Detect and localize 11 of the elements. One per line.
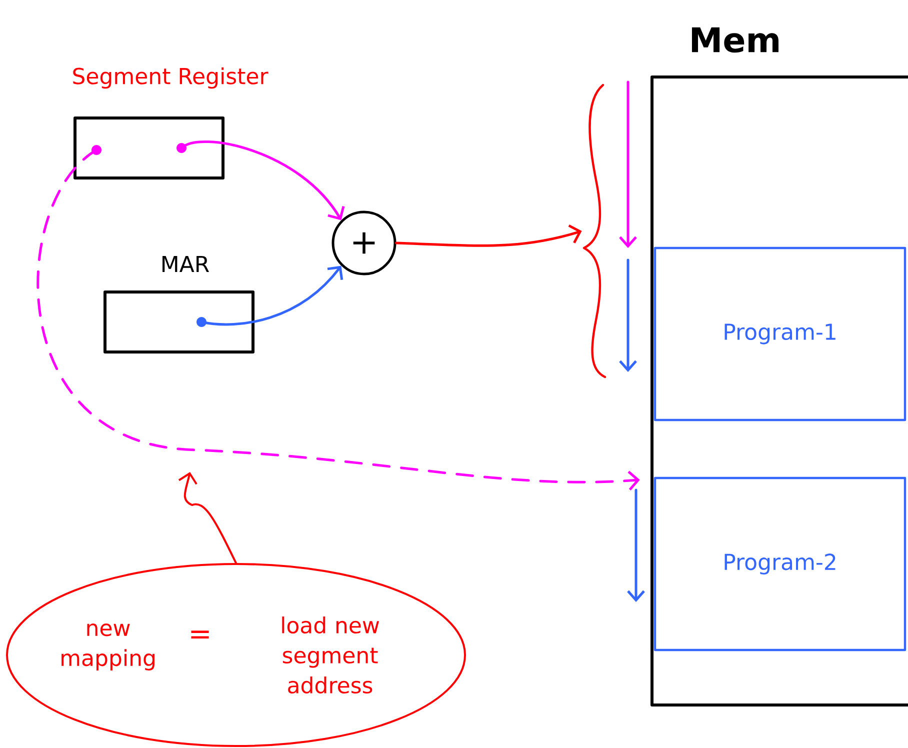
arrow bbox=[196, 266, 344, 327]
register-label: MAR bbox=[162, 256, 210, 272]
program-box: Program-1 bbox=[654, 246, 906, 422]
dashed-arrow bbox=[36, 145, 640, 490]
brace bbox=[582, 84, 606, 378]
register-label: Segment Register bbox=[73, 67, 268, 89]
arrow bbox=[395, 224, 582, 247]
arrow bbox=[176, 140, 345, 220]
memory-label: Mem bbox=[692, 27, 778, 53]
leader-line bbox=[178, 472, 237, 564]
program-box: Program-2 bbox=[654, 476, 906, 652]
